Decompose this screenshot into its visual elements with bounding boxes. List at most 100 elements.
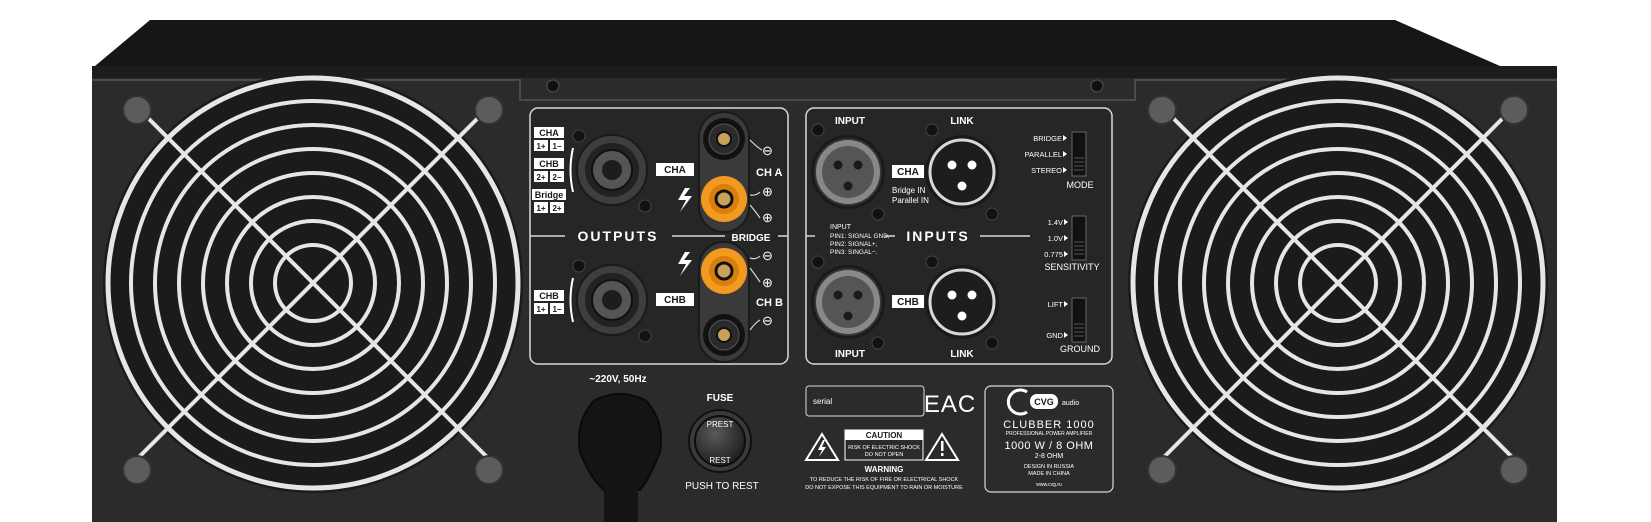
pin-legend-bridge-1: 1+ [536, 204, 545, 213]
speakon-chb-tag: CHB [664, 295, 686, 306]
shock-warning-icon [804, 432, 840, 461]
caution-line-1: RISK OF ELECTRIC SHOCK [848, 445, 920, 451]
ground-switch[interactable]: LIFT GND GROUND [1046, 297, 1100, 354]
pin-legend-bridge-2: 2+ [552, 204, 561, 213]
warning-line-2: DO NOT EXPOSE THIS EQUIPMENT TO RAIN OR … [805, 485, 963, 491]
pin-legend-lower: CHB 1+ 1− [534, 290, 564, 314]
lightning-icon [678, 188, 692, 212]
bridge-plus-symbol: ⊕ [762, 210, 773, 225]
right-fan [1128, 73, 1548, 493]
impedance: 2-8 OHM [1035, 453, 1064, 460]
panel-screw [1090, 79, 1104, 93]
model-name: CLUBBER 1000 [1003, 419, 1095, 431]
binding-post-cha-negative[interactable] [703, 118, 745, 160]
chassis-rim [92, 66, 1557, 78]
website: www.cvg.ru [1036, 482, 1062, 488]
mode-option-stereo: STEREO [1031, 166, 1062, 175]
bridge-label: BRIDGE [732, 233, 771, 244]
pin-legend-lower-title: CHB [539, 291, 559, 301]
binding-post-chb-positive[interactable] [701, 248, 747, 294]
inputs-section-label: INPUTS [906, 228, 969, 244]
outputs-section-label: OUTPUTS [578, 228, 659, 244]
pinout-line-2: PIN2: SIGNAL+, [830, 241, 878, 248]
input-label-top: INPUT [835, 116, 865, 127]
serial-label: serial [813, 397, 832, 406]
chb-plus-symbol: ⊕ [762, 275, 773, 290]
speakon-output-cha[interactable] [569, 129, 652, 213]
inputs-panel: INPUTS INPUT LINK INPUT LINK CHA B [805, 107, 1113, 365]
xlr-input-cha[interactable] [811, 123, 885, 221]
pin-legend-cha-2: 1− [552, 142, 561, 151]
fuse-cap-bottom-text: REST [709, 456, 730, 465]
left-fan [103, 73, 523, 493]
link-label-bottom: LINK [950, 349, 974, 360]
input-cha-tag: CHA [897, 167, 919, 178]
xlr-link-cha[interactable] [925, 123, 999, 221]
pinout-line-3: PIN3: SINGAL−. [830, 249, 878, 256]
fuse-cap-top-text: PREST [707, 420, 734, 429]
made-in: MADE IN CHINA [1028, 471, 1070, 477]
binding-ch-b-label: CH B [756, 297, 783, 309]
outputs-panel: OUTPUTS BRIDGE CHA 1+ 1− CHB 2+ 2− Bridg… [529, 107, 789, 365]
ground-option-gnd: GND [1046, 331, 1063, 340]
speakon-output-chb[interactable] [569, 259, 652, 343]
logo-text: CVG [1034, 397, 1054, 407]
cha-minus-symbol: ⊖ [762, 143, 773, 158]
power-rating: 1000 W / 8 OHM [1005, 440, 1094, 452]
caution-title: CAUTION [866, 431, 903, 440]
xlr-link-chb[interactable] [925, 255, 999, 350]
mode-title: MODE [1067, 180, 1094, 190]
pin-legend-chb-1: 2+ [536, 173, 545, 182]
mode-option-bridge: BRIDGE [1033, 134, 1062, 143]
bridge-minus-symbol: ⊖ [762, 248, 773, 263]
bridge-in-label: Bridge IN [892, 186, 926, 195]
chassis-top-lid [95, 20, 1500, 66]
center-panel-outline [92, 79, 1557, 101]
panel-screw [546, 79, 560, 93]
input-label-bottom: INPUT [835, 349, 865, 360]
logo-suffix: audio [1062, 400, 1079, 407]
cha-plus-symbol: ⊕ [762, 184, 773, 199]
fuse-label: FUSE [707, 393, 734, 404]
power-cable-socket[interactable] [578, 393, 662, 522]
exclamation-warning-icon [924, 432, 960, 461]
binding-ch-a-label: CH A [756, 167, 783, 179]
cvg-logo: CVG audio [1006, 388, 1079, 416]
fuse-holder[interactable]: PREST REST [688, 409, 752, 473]
pin-legend-cha-1: 1+ [536, 142, 545, 151]
sensitivity-switch[interactable]: 1.4V 1.0V 0.775 SENSITIVITY [1044, 215, 1100, 272]
pin-legend-chb-2: 2− [552, 173, 561, 182]
binding-post-chb-negative[interactable] [703, 314, 745, 356]
pinout-line-1: PIN1: SIGNAL GND, [830, 233, 890, 240]
sensitivity-option-3: 0.775 [1044, 250, 1063, 259]
sensitivity-title: SENSITIVITY [1044, 262, 1099, 272]
pin-legend-chb-title: CHB [539, 159, 559, 169]
input-chb-tag: CHB [897, 297, 919, 308]
pin-legend-cha-title: CHA [539, 128, 559, 138]
chb-minus-symbol: ⊖ [762, 313, 773, 328]
lightning-icon [678, 252, 692, 276]
sensitivity-option-2: 1.0V [1048, 234, 1063, 243]
sensitivity-option-1: 1.4V [1048, 218, 1063, 227]
push-to-rest-label: PUSH TO REST [685, 481, 759, 492]
ground-title: GROUND [1060, 344, 1100, 354]
voltage-label: ~220V, 50Hz [589, 374, 646, 385]
serial-field [805, 385, 925, 417]
mode-switch[interactable]: BRIDGE PARALLEL STEREO MODE [1025, 131, 1094, 190]
warning-title: WARNING [865, 465, 904, 474]
speakon-cha-tag: CHA [664, 165, 686, 176]
ground-option-lift: LIFT [1048, 300, 1064, 309]
binding-post-cha-positive[interactable] [701, 176, 747, 222]
link-label-top: LINK [950, 116, 974, 127]
pin-legend-lower-2: 1− [552, 305, 561, 314]
caution-line-2: DO NOT OPEN [865, 452, 903, 458]
design-origin: DESIGN IN RUSSIA [1024, 464, 1074, 470]
pin-legend-lower-1: 1+ [536, 305, 545, 314]
pin-legend-bridge-title: Bridge [535, 190, 564, 200]
parallel-in-label: Parallel IN [892, 196, 929, 205]
xlr-input-chb[interactable] [811, 255, 885, 350]
model-subtitle: PROFESSIONAL POWER AMPLIFIER [1006, 431, 1093, 437]
eac-mark: EAC [924, 391, 976, 418]
mode-option-parallel: PARALLEL [1025, 150, 1062, 159]
